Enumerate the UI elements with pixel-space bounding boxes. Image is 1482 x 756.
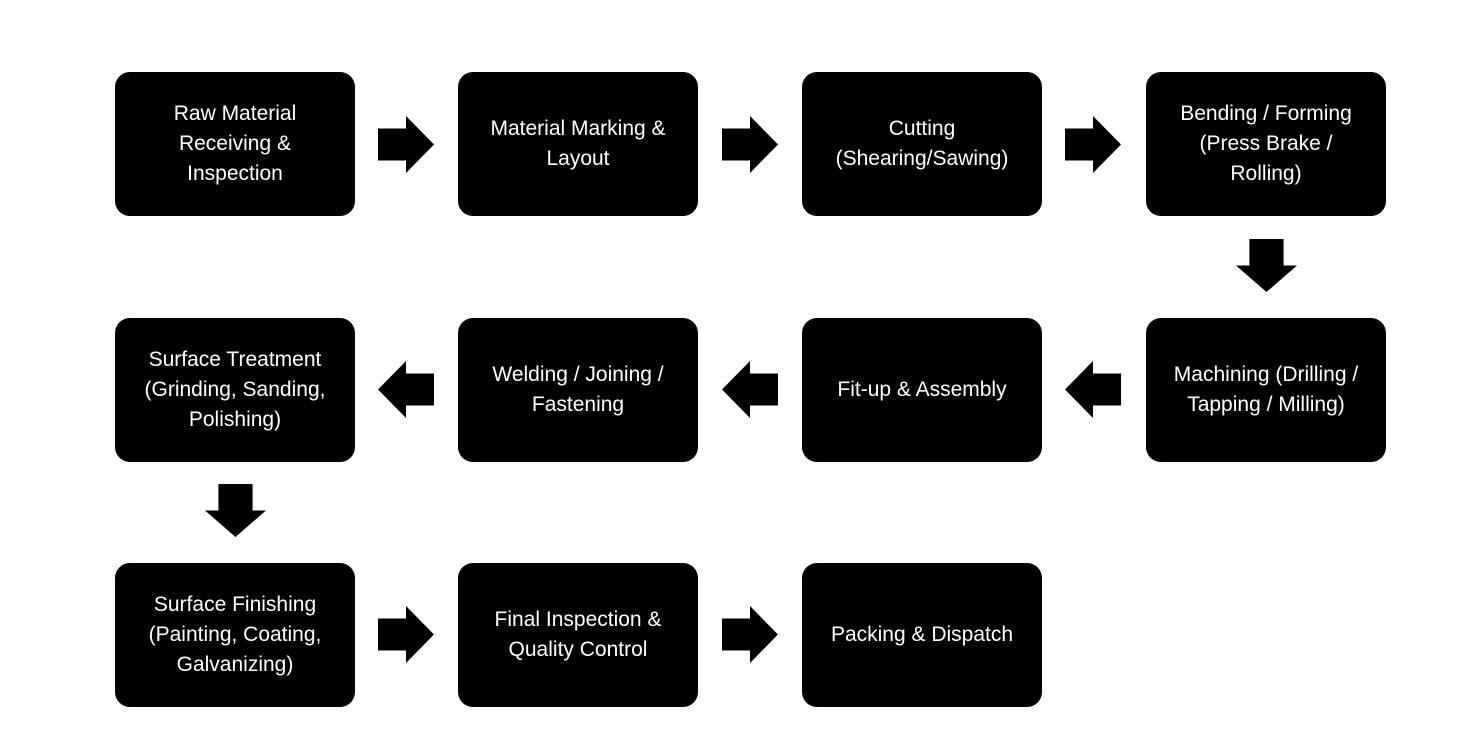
node-label: Cutting (Shearing/Sawing) bbox=[835, 117, 1009, 170]
node-welding-joining-fastening: Welding / Joining / Fastening bbox=[458, 318, 698, 462]
node-label: Welding / Joining / Fastening bbox=[492, 363, 664, 416]
node-raw-material-receiving-inspection: Raw Material Receiving & Inspection bbox=[115, 72, 355, 216]
arrow-left-icon bbox=[1065, 361, 1121, 418]
arrow-down-icon bbox=[205, 484, 266, 537]
node-label: Fit-up & Assembly bbox=[837, 378, 1007, 401]
node-label: Machining (Drilling / Tapping / Milling) bbox=[1173, 363, 1359, 416]
node-surface-treatment: Surface Treatment (Grinding, Sanding, Po… bbox=[115, 318, 355, 462]
arrow-left-icon bbox=[722, 361, 778, 418]
node-label: Final Inspection & Quality Control bbox=[494, 608, 662, 661]
node-label: Raw Material Receiving & Inspection bbox=[173, 102, 297, 185]
node-label: Bending / Forming (Press Brake / Rolling… bbox=[1180, 102, 1352, 185]
node-surface-finishing: Surface Finishing (Painting, Coating, Ga… bbox=[115, 563, 355, 707]
node-machining: Machining (Drilling / Tapping / Milling) bbox=[1146, 318, 1386, 462]
arrow-right-icon bbox=[722, 606, 778, 663]
node-cutting: Cutting (Shearing/Sawing) bbox=[802, 72, 1042, 216]
node-packing-dispatch: Packing & Dispatch bbox=[802, 563, 1042, 707]
node-label: Material Marking & Layout bbox=[490, 117, 666, 170]
arrow-right-icon bbox=[1065, 116, 1121, 173]
arrow-right-icon bbox=[378, 116, 434, 173]
node-label: Surface Finishing (Painting, Coating, Ga… bbox=[148, 593, 322, 676]
arrow-right-icon bbox=[378, 606, 434, 663]
node-label: Packing & Dispatch bbox=[830, 623, 1014, 646]
node-bending-forming: Bending / Forming (Press Brake / Rolling… bbox=[1146, 72, 1386, 216]
arrow-down-icon bbox=[1236, 239, 1297, 292]
arrow-left-icon bbox=[378, 361, 434, 418]
arrow-right-icon bbox=[722, 116, 778, 173]
node-final-inspection-quality-control: Final Inspection & Quality Control bbox=[458, 563, 698, 707]
node-material-marking-layout: Material Marking & Layout bbox=[458, 72, 698, 216]
node-fit-up-assembly: Fit-up & Assembly bbox=[802, 318, 1042, 462]
node-label: Surface Treatment (Grinding, Sanding, Po… bbox=[144, 348, 326, 431]
